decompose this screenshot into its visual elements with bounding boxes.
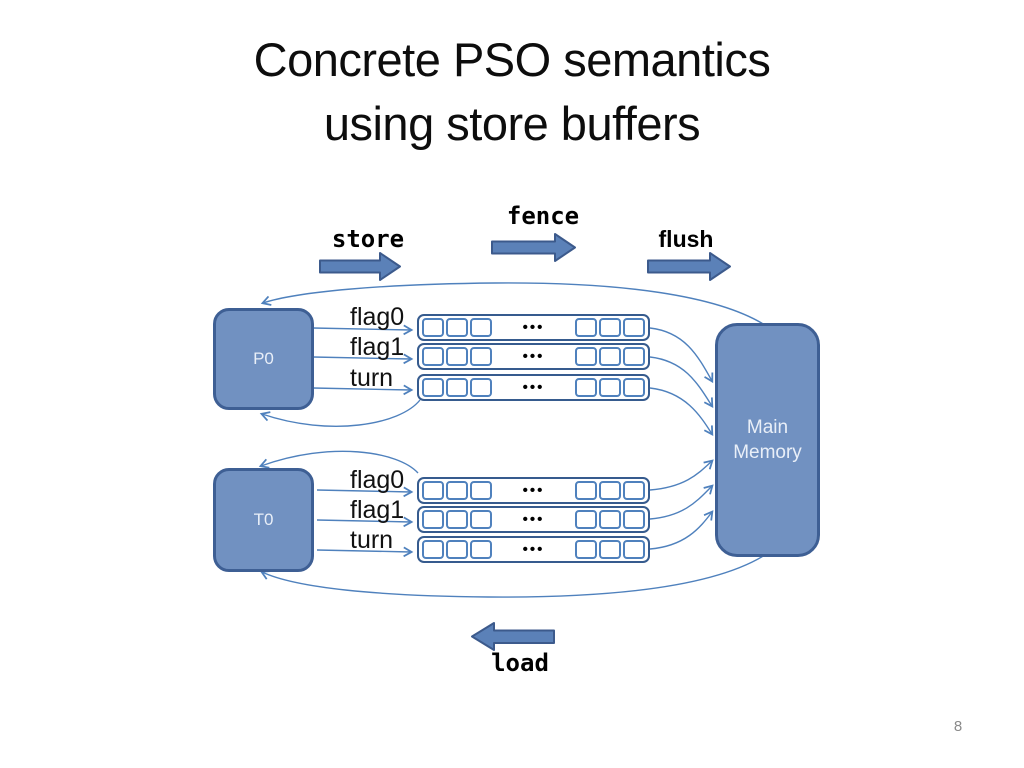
ellipsis-dots: ••• (522, 482, 545, 499)
flush-t0-turn (649, 510, 714, 550)
title-line-1: Concrete PSO semantics (253, 33, 771, 86)
t0-flag1-buffer-row: ••• (417, 506, 650, 533)
buffer-cell (470, 481, 492, 500)
p0-turn-buffer-row: ••• (417, 374, 650, 401)
buffer-cell (470, 378, 492, 397)
load-arrow (471, 622, 555, 651)
buffer-cell (470, 318, 492, 337)
title-line-2: using store buffers (323, 97, 701, 150)
arrow-t0-flag1 (316, 516, 414, 528)
flush-arrow (647, 252, 731, 281)
store-arrow (319, 252, 401, 281)
p0-flag1-buffer-row: ••• (417, 343, 650, 370)
ellipsis-dots: ••• (522, 348, 545, 365)
buffer-cell (446, 481, 468, 500)
arrow-t0-turn (316, 546, 414, 558)
buffer-cell (422, 378, 444, 397)
buffer-cell (623, 347, 645, 366)
buffer-cell (446, 540, 468, 559)
buffer-cell (422, 481, 444, 500)
p0-label: P0 (253, 349, 274, 368)
buffer-cell (470, 510, 492, 529)
buffer-cell (623, 378, 645, 397)
arrow-p0-turn (312, 384, 414, 396)
buffer-cell (422, 510, 444, 529)
buffer-cell (470, 540, 492, 559)
flush-p0-turn (649, 387, 714, 437)
buffer-cell (575, 540, 597, 559)
buffer-cell (623, 540, 645, 559)
store-label: store (331, 225, 405, 253)
t0-flag0-label: flag0 (350, 466, 405, 494)
load-label: load (491, 649, 549, 677)
p0-turn-label: turn (350, 364, 394, 392)
arrow-p0-flag1 (312, 353, 414, 365)
buffer-cell (575, 510, 597, 529)
buffer-cell (422, 318, 444, 337)
main-memory-box: Main Memory (715, 323, 820, 557)
buffer-cell (446, 347, 468, 366)
t0-box: T0 (213, 468, 314, 572)
buffer-cell (575, 481, 597, 500)
buffer-cell (575, 347, 597, 366)
t0-turn-label: turn (350, 526, 394, 554)
buffer-cell (470, 347, 492, 366)
flush-t0-flag0 (649, 459, 714, 491)
ellipsis-dots: ••• (522, 319, 545, 336)
buffer-cell (422, 540, 444, 559)
buffer-cell (599, 481, 621, 500)
arc-buffer-to-p0 (259, 399, 421, 427)
buffer-cell (623, 318, 645, 337)
flush-p0-flag1 (649, 356, 714, 408)
arc-memory-to-t0 (259, 552, 769, 598)
t0-label: T0 (253, 510, 274, 529)
fence-arrow (491, 233, 576, 262)
buffer-cell (446, 510, 468, 529)
t0-flag0-buffer-row: ••• (417, 477, 650, 504)
flush-p0-flag0 (649, 327, 714, 384)
buffer-cell (575, 318, 597, 337)
buffer-cell (599, 347, 621, 366)
main-memory-label-line-2: Memory (733, 442, 802, 463)
buffer-cell (623, 481, 645, 500)
t0-flag1-label: flag1 (350, 496, 405, 524)
main-memory-label-line-1: Main (746, 417, 789, 438)
arrow-p0-flag0 (312, 324, 414, 336)
buffer-cell (422, 347, 444, 366)
buffer-cell (623, 510, 645, 529)
arrow-t0-flag0 (316, 486, 414, 498)
buffer-cell (599, 510, 621, 529)
arc-memory-to-p0 (260, 282, 769, 328)
t0-turn-buffer-row: ••• (417, 536, 650, 563)
flush-t0-flag1 (649, 484, 714, 520)
buffer-cell (446, 378, 468, 397)
p0-flag0-buffer-row: ••• (417, 314, 650, 341)
arc-buffer-to-t0 (258, 450, 419, 474)
buffer-cell (599, 378, 621, 397)
fence-label: fence (506, 202, 580, 230)
p0-flag0-label: flag0 (350, 303, 405, 331)
buffer-cell (575, 378, 597, 397)
page-number: 8 (953, 718, 963, 735)
buffer-cell (446, 318, 468, 337)
ellipsis-dots: ••• (522, 379, 545, 396)
p0-flag1-label: flag1 (350, 333, 405, 361)
flush-label: flush (658, 226, 714, 252)
p0-box: P0 (213, 308, 314, 410)
ellipsis-dots: ••• (522, 511, 545, 528)
buffer-cell (599, 540, 621, 559)
buffer-cell (599, 318, 621, 337)
slide-title: Concrete PSO semantics using store buffe… (0, 28, 1024, 156)
ellipsis-dots: ••• (522, 541, 545, 558)
